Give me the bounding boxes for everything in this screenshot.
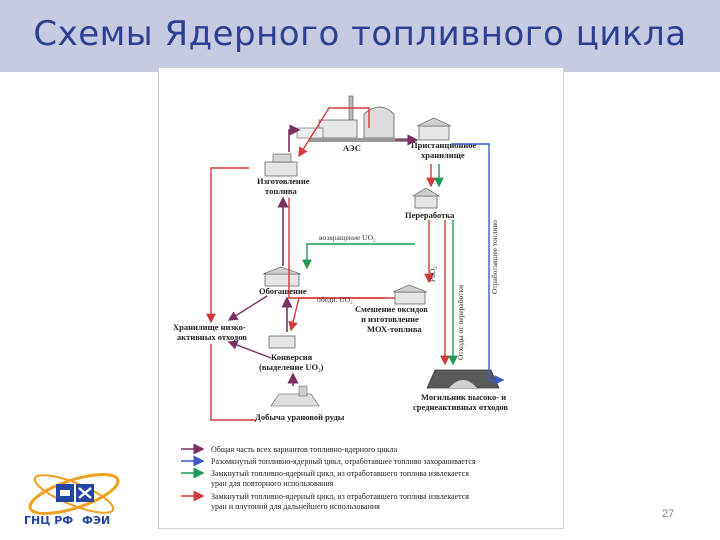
legend-text-open: Разомкнутый топливно-ядерный цикл, отраб… [211, 457, 476, 466]
node-npp: АЭС [343, 143, 361, 153]
enrichment-icon [262, 266, 302, 287]
logo-right-text: ФЭИ [82, 514, 111, 527]
node-fuel-fab-line2: топлива [265, 186, 297, 196]
node-low-waste-line1: Хранилище низко- [173, 322, 246, 332]
title-bar: Схемы Ядерного топливного цикла [0, 0, 720, 72]
mox-icon [392, 284, 428, 305]
conversion-icon [268, 335, 296, 349]
node-mox-line3: МОХ-топлива [367, 324, 422, 334]
node-repository-line1: Могильник высоко- и [421, 392, 506, 402]
reprocessing-icon [411, 187, 441, 209]
storage-icon [416, 117, 452, 141]
flow-label-return-uo2: возвращение UO₂ [319, 233, 376, 242]
organization-logo: ГНЦ РФ ФЭИ [24, 470, 134, 532]
node-storage-line2: хранилище [421, 150, 465, 160]
node-reprocessing: Переработка [405, 210, 455, 220]
page-number: 27 [662, 508, 675, 520]
legend-text-plutonium-2: уран и плутоний для дальнейшего использо… [211, 502, 380, 511]
node-mox-line1: Смешение оксидов [355, 304, 428, 314]
node-low-waste-line2: активных отходов [177, 332, 247, 342]
mining-icon [270, 385, 320, 407]
slide-title: Схемы Ядерного топливного цикла [33, 14, 687, 54]
flow-label-depleted-uo2: обедн. UO₂ [317, 295, 353, 304]
node-repository-line2: среднеактивных отходов [413, 402, 508, 412]
logo-left-text: ГНЦ РФ [24, 514, 74, 527]
node-conversion-line1: Конверсия [271, 352, 313, 362]
legend-text-uranium-2: уран для повторного использования [211, 479, 334, 488]
flow-label-reprocessing-waste: Отходы от переработки [456, 285, 465, 360]
node-mox-line2: и изготовление [361, 314, 419, 324]
flow-label-puo2: PuO₂ [428, 266, 437, 282]
npp-icon [296, 95, 409, 142]
node-fuel-fab-line1: Изготовление [257, 176, 310, 186]
node-enrichment: Обогащение [259, 286, 307, 296]
flow-label-spent-fuel: Отработавшее топливо [490, 220, 499, 294]
diagram-svg: АЭС Пристанционное хранилище Изготовлени… [173, 95, 508, 511]
fuel-cycle-diagram: АЭС Пристанционное хранилище Изготовлени… [158, 67, 564, 529]
fuel-fab-icon [264, 153, 298, 177]
repository-icon [426, 369, 500, 389]
node-storage-line1: Пристанционное [411, 140, 477, 150]
legend-text-plutonium-1: Замкнутый топливно-ядерный цикл, из отра… [211, 492, 469, 501]
legend-text-common: Общая часть всех вариантов топливно-ядер… [211, 445, 398, 454]
node-mining: Добыча урановой руды [255, 412, 345, 422]
atom-logo-icon [28, 473, 120, 515]
legend: Общая часть всех вариантов топливно-ядер… [181, 443, 476, 511]
node-conversion-line2: (выделение UO₂) [259, 362, 324, 372]
legend-text-uranium-1: Замкнутый топливно-ядерный цикл, из отра… [211, 469, 469, 478]
